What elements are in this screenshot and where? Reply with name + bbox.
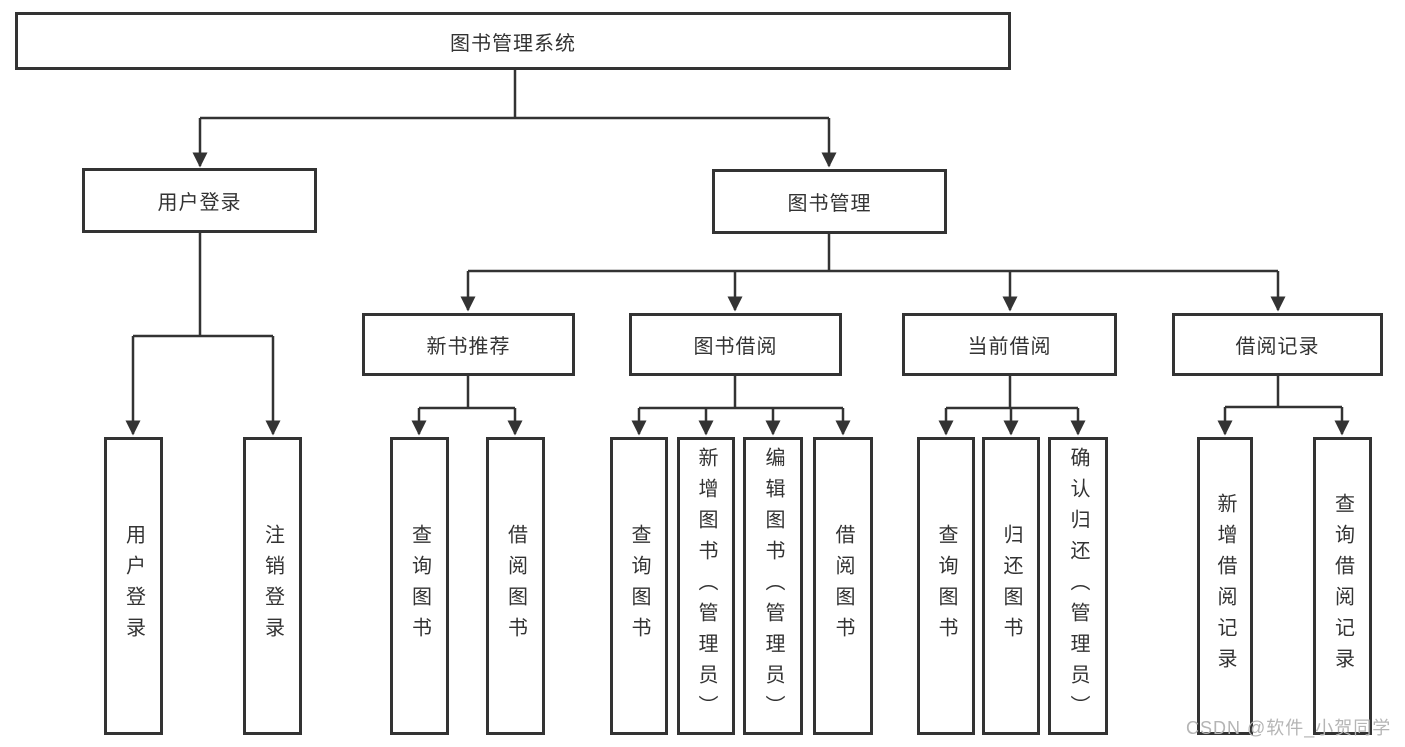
- connector-current-borrow-trunk: [946, 376, 1078, 410]
- leaf-newbook-query-label: 查询图书: [408, 524, 431, 648]
- leaf-current-confirm-admin-label: 确认归还（管理员）: [1067, 446, 1089, 726]
- leaf-user-login: 用户登录: [104, 437, 163, 735]
- leaf-current-query-label: 查询图书: [935, 524, 957, 648]
- node-user-login-branch: 用户登录: [82, 168, 317, 233]
- leaf-current-confirm-admin: 确认归还（管理员）: [1048, 437, 1108, 735]
- node-book-mgmt-branch-label: 图书管理: [787, 193, 872, 215]
- node-new-book-rec: 新书推荐: [362, 313, 575, 376]
- leaf-borrow-query: 查询图书: [610, 437, 668, 735]
- node-root-system-label: 图书管理系统: [450, 32, 576, 55]
- leaf-current-query: 查询图书: [917, 437, 975, 735]
- node-user-login-branch-label: 用户登录: [157, 192, 242, 214]
- node-borrow-record: 借阅记录: [1172, 313, 1383, 376]
- leaf-record-add-label: 新增借阅记录: [1214, 493, 1236, 679]
- leaf-logout-label: 注销登录: [261, 524, 284, 648]
- node-current-borrow-label: 当前借阅: [967, 336, 1052, 358]
- node-current-borrow: 当前借阅: [902, 313, 1117, 376]
- leaf-borrow-edit-admin: 编辑图书（管理员）: [743, 437, 803, 735]
- leaf-borrow-add-admin: 新增图书（管理员）: [677, 437, 735, 735]
- node-root-system: 图书管理系统: [15, 12, 1011, 70]
- leaf-logout: 注销登录: [243, 437, 302, 735]
- leaf-record-add: 新增借阅记录: [1197, 437, 1253, 735]
- leaf-current-return: 归还图书: [982, 437, 1040, 735]
- leaf-record-query: 查询借阅记录: [1313, 437, 1372, 735]
- connector-book-borrow-trunk: [639, 376, 843, 410]
- node-borrow-record-label: 借阅记录: [1235, 336, 1320, 358]
- connector-root-trunk: [200, 69, 829, 120]
- leaf-borrow-borrow: 借阅图书: [813, 437, 873, 735]
- leaf-newbook-borrow: 借阅图书: [486, 437, 545, 735]
- node-book-mgmt-branch: 图书管理: [712, 169, 947, 234]
- connector-borrow-record-trunk: [1225, 376, 1342, 409]
- leaf-borrow-edit-admin-label: 编辑图书（管理员）: [762, 446, 784, 726]
- connector-new-book-trunk: [419, 376, 515, 410]
- leaf-newbook-borrow-label: 借阅图书: [504, 524, 527, 648]
- leaf-record-query-label: 查询借阅记录: [1331, 493, 1354, 679]
- node-book-borrow: 图书借阅: [629, 313, 842, 376]
- leaf-current-return-label: 归还图书: [1000, 524, 1022, 648]
- leaf-borrow-query-label: 查询图书: [628, 524, 650, 648]
- node-book-borrow-label: 图书借阅: [693, 336, 778, 358]
- leaf-borrow-add-admin-label: 新增图书（管理员）: [695, 446, 717, 726]
- connector-user-login-trunk: [133, 232, 273, 338]
- connector-book-mgmt-trunk: [468, 233, 1278, 273]
- leaf-newbook-query: 查询图书: [390, 437, 449, 735]
- leaf-borrow-borrow-label: 借阅图书: [832, 524, 854, 648]
- leaf-user-login-label: 用户登录: [122, 524, 145, 648]
- node-new-book-rec-label: 新书推荐: [426, 336, 511, 358]
